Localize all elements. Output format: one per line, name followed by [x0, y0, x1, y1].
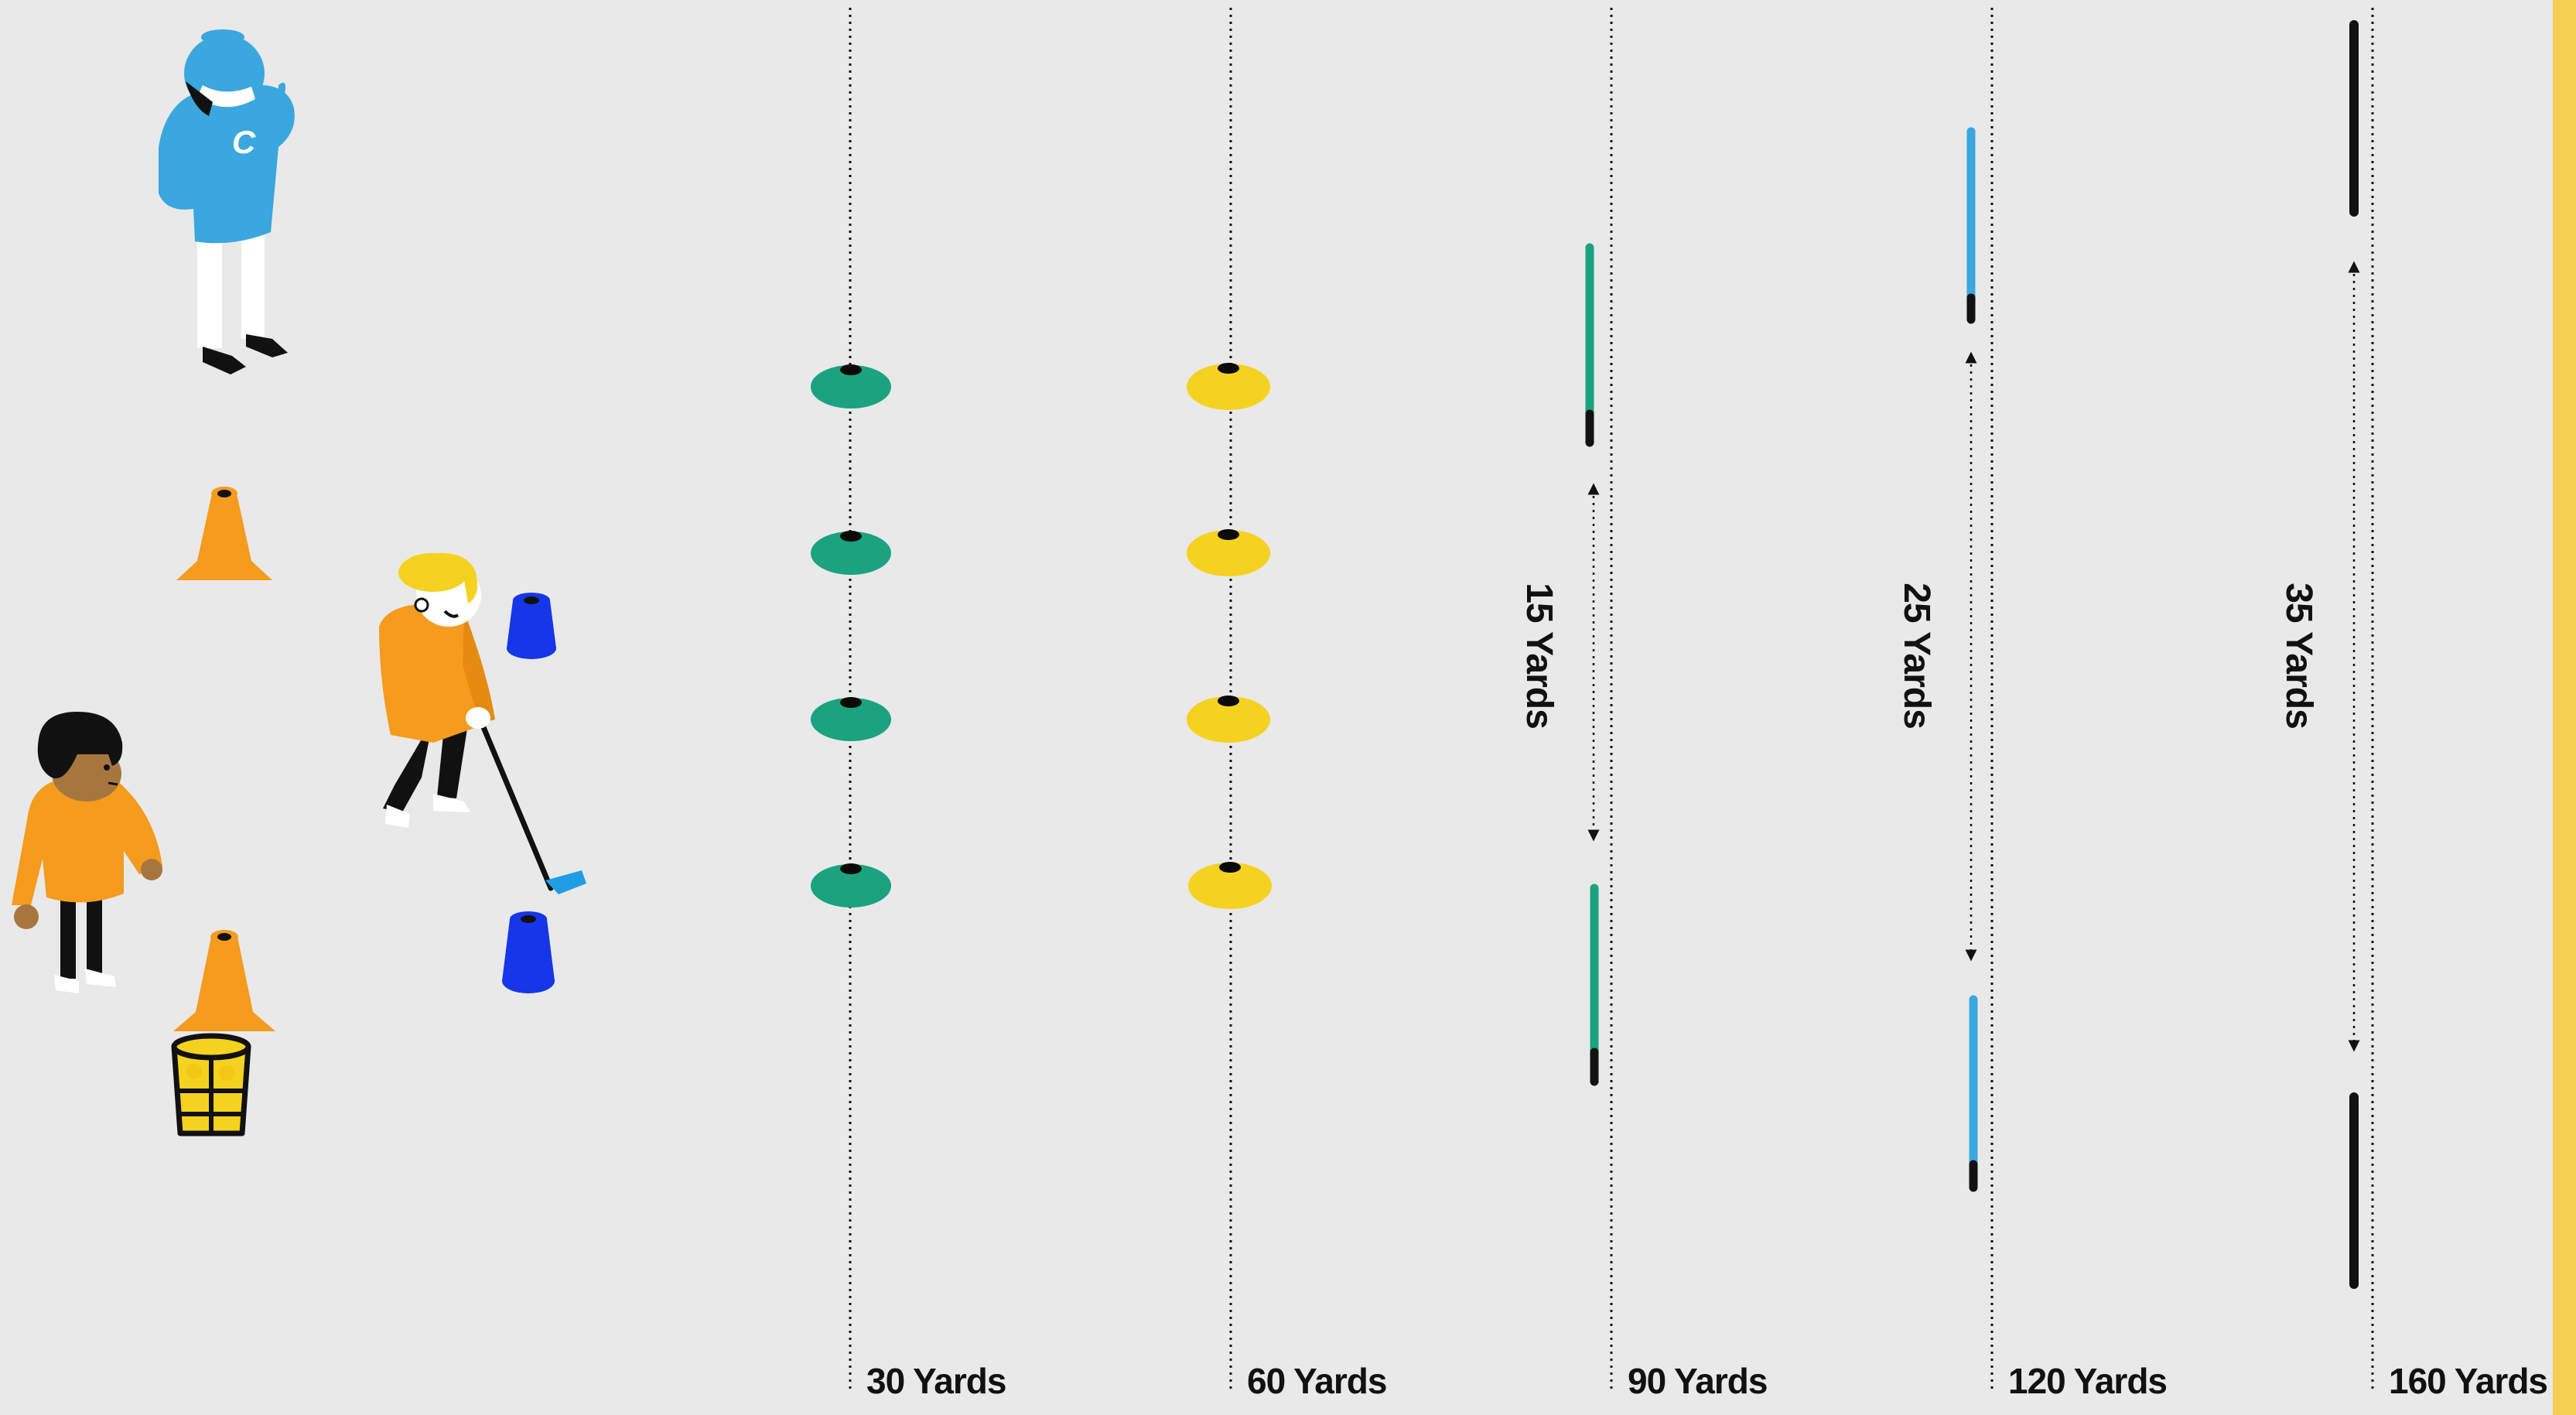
blue-cone-bottom — [502, 911, 555, 993]
yard-label-120: 120 Yards — [2008, 1361, 2168, 1401]
green-disc-cones — [811, 364, 891, 907]
blue-cone-top — [507, 593, 556, 659]
green-disc-cone — [811, 364, 891, 408]
yard-label-60: 60 Yards — [1247, 1361, 1387, 1401]
yellow-disc-cone — [1188, 862, 1272, 909]
golf-club-shaft — [480, 724, 554, 891]
orange-cone-top — [176, 487, 272, 580]
orange-cone-bottom — [173, 930, 275, 1031]
gap-label-35: 35 Yards — [2277, 583, 2319, 729]
yard-lines — [849, 8, 2374, 1389]
gap-label-25: 25 Yards — [1895, 583, 1937, 729]
yellow-disc-cone — [1187, 696, 1270, 743]
green-disc-cone — [811, 697, 891, 741]
green-disc-cone — [811, 863, 891, 907]
yellow-disc-cone — [1187, 363, 1270, 410]
coach-shirt-letter: C — [232, 124, 256, 160]
waiting-golfer-figure — [12, 712, 162, 993]
ball-bucket — [171, 1033, 251, 1136]
coach-figure: C — [159, 29, 295, 374]
yard-label-30: 30 Yards — [866, 1361, 1006, 1401]
green-disc-cone — [811, 531, 891, 575]
edge-strip — [2553, 0, 2576, 1415]
yard-label-160: 160 Yards — [2389, 1361, 2548, 1401]
gate-15-yards — [1585, 243, 1600, 1086]
gate-25-yards — [1965, 127, 1978, 1192]
yellow-disc-cone — [1187, 529, 1270, 576]
gap-label-15: 15 Yards — [1518, 583, 1560, 729]
yellow-disc-cones — [1187, 363, 1272, 909]
golfer-figure — [379, 552, 586, 894]
yard-label-90: 90 Yards — [1628, 1361, 1768, 1401]
